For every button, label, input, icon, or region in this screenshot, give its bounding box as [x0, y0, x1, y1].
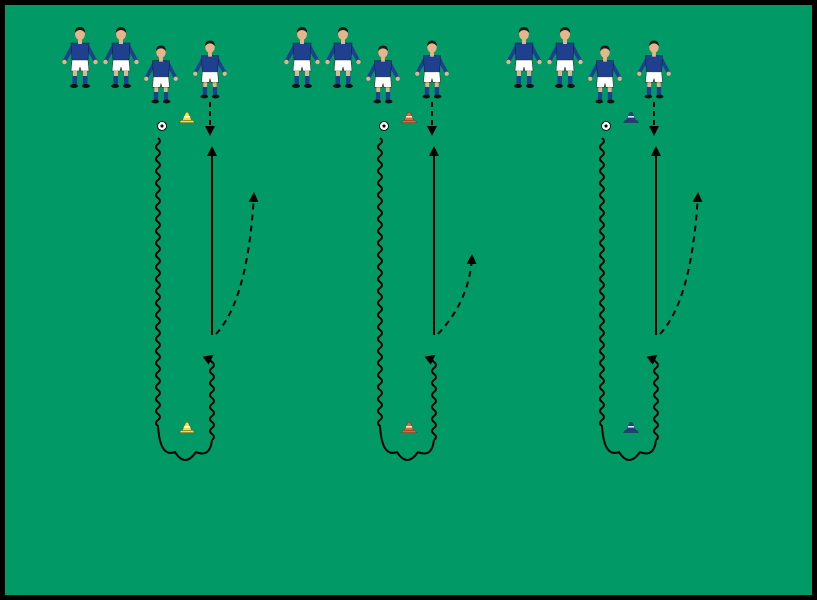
- dashed-arrow-icon: [437, 254, 477, 335]
- wavy-line-icon: [377, 137, 435, 461]
- wavy-line-icon: [424, 354, 437, 441]
- wavy-line-icon: [202, 354, 215, 441]
- dashed-arrow-icon: [659, 192, 703, 335]
- drill-stations: [61, 26, 703, 461]
- wavy-line-icon: [646, 354, 659, 441]
- soccer-ball-icon: [601, 121, 611, 131]
- dashed-arrow-icon: [215, 192, 259, 335]
- soccer-ball-icon: [157, 121, 167, 131]
- wavy-line-icon: [599, 137, 657, 461]
- station-2: [283, 26, 477, 461]
- station-1: [61, 26, 259, 461]
- soccer-ball-icon: [379, 121, 389, 131]
- wavy-line-icon: [155, 137, 213, 461]
- station-3: [505, 26, 703, 461]
